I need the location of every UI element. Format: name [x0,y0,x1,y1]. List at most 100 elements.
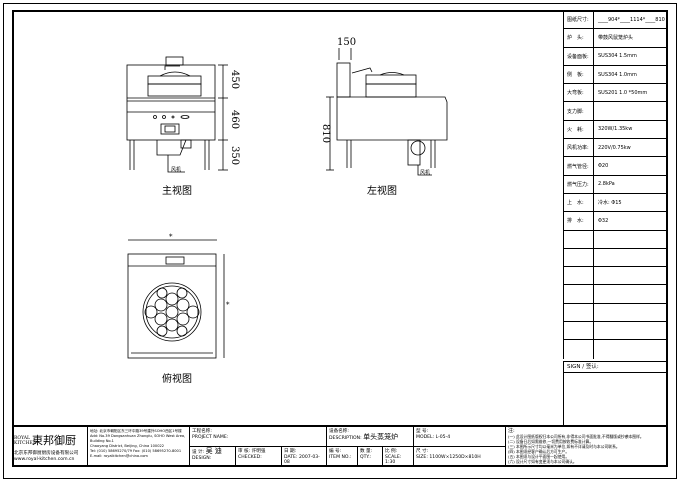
note-item: (五) 本图须与设计平面图一起使用。 [508,454,570,459]
address-line: Tel: (010) 58695270/79 Fax: (010) 586952… [90,449,182,453]
spec-value: 220V/0.75kw [598,144,631,151]
date-label-en: DATE: [284,454,298,460]
website: www.royal-kitchen.com.cn [14,456,75,462]
notes-title: 注: [508,428,515,434]
design-cell: 设 计: 吴 迪 DESIGN: [190,447,236,467]
spec-label: 风机功率: [564,139,594,157]
spec-value: Φ32 [598,217,609,224]
model-label-en: MODEL: [416,434,435,440]
spec-value: Φ20 [598,163,609,170]
checked-label-en: CHECKED: [238,454,262,460]
side-view [326,48,448,176]
spec-row: 燃气压力: 2.8kPa [564,175,667,194]
date-value: 2007-03-08 [284,454,320,466]
size-value: 1100W×1250D×810H [429,454,481,460]
notes-cell: 注: (一) 此设计图纸版权归本公司所有,非得本公司书面批准,不得翻版或抄袭本图… [506,427,668,467]
spec-label: 排 水: [564,212,594,230]
spec-row: 排 水: Φ32 [564,212,667,231]
model-cell: 型 号: MODEL: L-05-4 [414,427,506,447]
spec-row: 风机功率: 220V/0.75kw [564,139,667,158]
scale-value: 1:30 [385,460,396,465]
spec-border [563,373,564,425]
top-view [127,239,225,359]
top-view-title: 俯视图 [162,374,192,385]
description-value: 单头蒸笼炉 [363,432,399,441]
description-label-en: DESCRIPTION: [329,435,362,441]
title-block: ROYAL KITCHEN 東邦御厨 北京东邦御厨厨房设备有限公司 www.ro… [12,425,668,467]
spec-label: 设备面板: [564,47,594,65]
spec-label [564,267,594,285]
description-cell: 设备名称: DESCRIPTION: 单头蒸笼炉 [327,427,414,447]
model-label: 型 号: [416,429,429,434]
spec-label [564,322,594,340]
spec-row [564,285,667,304]
size-label-en: SIZE: [416,454,428,460]
spec-label [564,285,594,303]
note-item: (一) 此设计图纸版权归本公司所有,非得本公司书面批准,不得翻版或抄袭本图样。 [508,434,644,439]
spec-value: SUS304 1.0mm [598,71,637,78]
side-dim-150: 150 [337,37,357,48]
spec-table: 图纸尺寸:____904*____1114*____810 炉 头:带鼓风鼠笼炉… [563,11,667,359]
spec-row: 火 耗: 320W/1.35kw [564,120,667,140]
spec-value: SUS304 1.5mm [598,53,637,60]
spec-label [564,248,594,267]
checked-cell: 审 核: 许明强 CHECKED: [236,447,282,467]
logo-cn: 東邦御厨 [32,434,76,447]
sign-label: SIGN / 签认: [563,361,667,373]
designer: 吴 迪 [205,447,222,455]
date-cell: 日 期: DATE: 2007-03-08 [282,447,327,467]
side-view-title: 左视图 [367,186,397,197]
spec-label: 侧 板: [564,65,594,84]
project-name-label-en: PROJECT NAME: [192,434,229,440]
spec-row [564,248,667,268]
spec-row: 设备面板: SUS304 1.5mm [564,47,667,66]
side-fan-label: 风机 [420,170,431,176]
address-cell: 地址: 北京市朝阳区东三环中路39号建外SOHO西区1号楼 Add: No.39… [88,427,190,467]
design-label: 设 计: [192,450,205,455]
front-view-title: 主视图 [162,186,192,197]
spec-row [564,340,667,359]
spec-label: 支力脚: [564,102,594,120]
front-fan-label: 风机 [171,167,182,173]
spec-row: 支力脚: [564,102,667,121]
drawing-frame [12,10,668,467]
spec-row [564,303,667,323]
spec-label: 火 耗: [564,120,594,139]
project-name-label: 工程名称: [192,429,212,434]
spec-label [564,340,594,359]
logo-en: ROYAL KITCHEN [14,436,37,446]
spec-label [564,230,594,248]
spec-row: 上 水:冷水: Φ15 [564,193,667,213]
date-label: 日 期: [284,449,297,454]
logo-cell: ROYAL KITCHEN 東邦御厨 北京东邦御厨厨房设备有限公司 www.ro… [12,427,88,467]
spec-label: 燃气管径: [564,157,594,175]
model-value: L-05-4 [435,434,451,440]
size-label: 尺 寸: [416,449,429,454]
spec-row [564,322,667,341]
spec-row: 大弯板:SUS201 1.0 *50mm [564,84,667,103]
note-item: (六) 设计尺寸如有变更须与本公司确认。 [508,459,577,464]
spec-row: 图纸尺寸:____904*____1114*____810 [564,11,667,30]
spec-label: 炉 头: [564,29,594,47]
company-name: 北京东邦御厨厨房设备有限公司 [14,451,79,456]
spec-row: 炉 头:带鼓风鼠笼炉头 [564,29,667,48]
spec-label: 燃气压力: [564,175,594,193]
checked-label: 审 核: [238,449,251,454]
description-label: 设备名称: [329,429,349,434]
item-label-en: ITEM NO.: [329,454,352,460]
top-dim-width: * [169,233,173,241]
spec-value: 320W/1.35kw [598,126,633,133]
address-line: Chaoyang District, Beijing, China 100022 [90,444,165,448]
spec-value: 2.8kPa [598,181,615,188]
scale-label-en: SCALE: [385,454,402,460]
spec-row [564,267,667,286]
spec-label: 图纸尺寸: [564,11,594,29]
item-label: 编 号: [329,449,342,454]
qty-cell: 数 量: QTY.: [358,447,383,467]
note-item: (三) 本图所示尺寸均以毫米为单位,如有不详请及时与本公司联系。 [508,444,620,449]
address-line: 地址: 北京市朝阳区东三环中路39号建外SOHO西区1号楼 [90,429,182,433]
size-cell: 尺 寸: SIZE: 1100W×1250D×810H [414,447,506,467]
outer-frame [3,3,677,479]
qty-label: 数 量: [360,449,373,454]
